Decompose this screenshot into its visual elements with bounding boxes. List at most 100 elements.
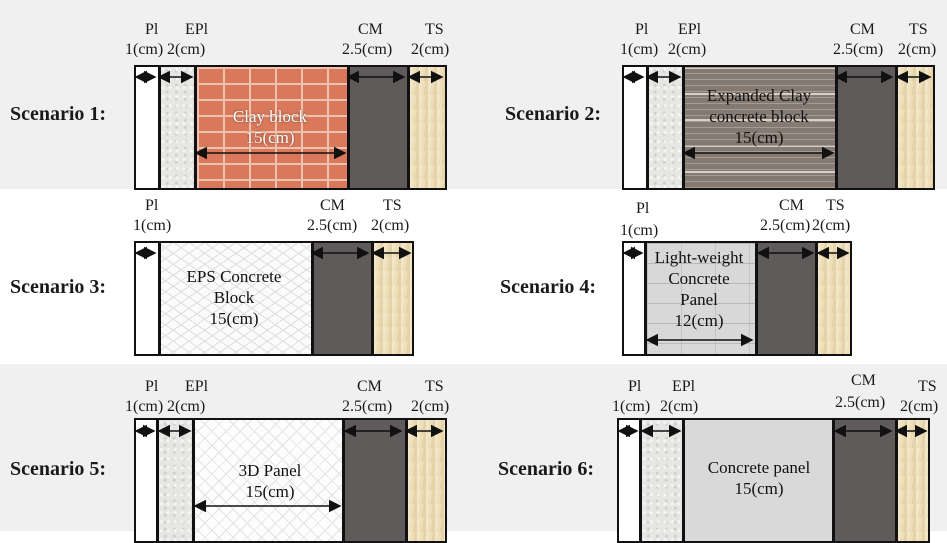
- ts-thickness-label: 2(cm): [411, 41, 450, 58]
- layer-divider: [682, 67, 685, 188]
- layer-divider: [156, 420, 159, 541]
- ts-name-label: TS: [425, 378, 444, 395]
- cm-thickness-label: 2.5(cm): [342, 398, 393, 415]
- pl-name-label: Pl: [145, 197, 159, 214]
- material-label: Clay block 15(cm): [200, 106, 340, 148]
- layer-divider: [815, 243, 818, 354]
- plaster-layer: [624, 67, 646, 188]
- pl-name-label: Pl: [628, 378, 642, 395]
- pl-name-label: Pl: [145, 21, 159, 38]
- tile-stone-layer: [898, 420, 928, 541]
- layer-divider: [755, 243, 758, 354]
- layer-divider: [895, 67, 898, 188]
- cm-thickness-label: 2.5(cm): [307, 217, 358, 234]
- ts-thickness-label: 2(cm): [900, 398, 939, 415]
- ts-thickness-label: 2(cm): [898, 41, 937, 58]
- pl-name-label: Pl: [636, 200, 650, 217]
- layer-divider: [158, 67, 161, 188]
- cm-thickness-label: 2.5(cm): [760, 217, 811, 234]
- material-label: Concrete panel 15(cm): [684, 457, 834, 499]
- layer-divider: [646, 67, 649, 188]
- cm-thickness-label: 2.5(cm): [833, 41, 884, 58]
- exterior-plaster-layer: [159, 420, 192, 541]
- epl-name-label: EPl: [185, 21, 209, 38]
- material-name: EPS Concrete: [186, 267, 282, 286]
- cm-name-label: CM: [357, 378, 382, 395]
- pl-name-label: Pl: [145, 378, 159, 395]
- pl-thickness-label: 1(cm): [620, 41, 659, 58]
- layer-divider: [832, 420, 835, 541]
- cm-name-label: CM: [851, 372, 876, 389]
- layer-divider: [835, 67, 838, 188]
- ts-name-label: TS: [909, 21, 928, 38]
- layer-divider: [371, 243, 374, 354]
- material-name-line-2: Concrete: [668, 269, 730, 288]
- cement-mortar-layer: [758, 243, 815, 354]
- material-thickness: 15(cm): [245, 482, 295, 501]
- scenario-label: Scenario 6:: [498, 458, 595, 480]
- layer-divider: [407, 67, 410, 188]
- cement-mortar-layer: [314, 243, 371, 354]
- cement-mortar-layer: [350, 67, 407, 188]
- pl-thickness-label: 1(cm): [125, 41, 164, 58]
- material-label: Expanded Clay concrete block 15(cm): [684, 85, 834, 148]
- pl-thickness-label: 1(cm): [133, 217, 172, 234]
- pl-thickness-label: 1(cm): [612, 398, 651, 415]
- epl-name-label: EPl: [185, 378, 209, 395]
- ts-name-label: TS: [826, 197, 845, 214]
- layer-divider: [158, 243, 161, 354]
- layer-divider: [644, 243, 647, 354]
- layer-divider: [192, 420, 195, 541]
- cm-name-label: CM: [358, 21, 383, 38]
- tile-stone-layer: [410, 67, 445, 188]
- scenario-label: Scenario 3:: [10, 276, 107, 298]
- ts-thickness-label: 2(cm): [371, 217, 410, 234]
- epl-name-label: EPl: [672, 378, 696, 395]
- material-name: Light-weight: [654, 248, 744, 267]
- ts-thickness-label: 2(cm): [812, 217, 851, 234]
- scenario-label: Scenario 5:: [10, 458, 107, 480]
- wall-section: [622, 65, 935, 190]
- cm-thickness-label: 2.5(cm): [835, 394, 886, 411]
- scenario-label: Scenario 1:: [10, 103, 107, 125]
- scenario-label: Scenario 4:: [500, 276, 597, 298]
- material-name: Expanded Clay: [706, 86, 812, 105]
- tile-stone-layer: [898, 67, 933, 188]
- material-thickness: 15(cm): [245, 128, 295, 147]
- layer-divider: [682, 420, 685, 541]
- ts-name-label: TS: [383, 197, 402, 214]
- layer-divider: [342, 420, 345, 541]
- exterior-plaster-layer: [649, 67, 682, 188]
- material-label: 3D Panel 15(cm): [200, 460, 340, 502]
- ts-name-label: TS: [918, 378, 937, 395]
- clay-block-layer: [197, 67, 347, 188]
- layer-divider: [639, 420, 642, 541]
- wall-section: [134, 241, 414, 356]
- exterior-plaster-layer: [161, 67, 194, 188]
- layer-divider: [194, 67, 197, 188]
- epl-thickness-label: 2(cm): [660, 398, 699, 415]
- material-name-line-2: Block: [213, 288, 255, 307]
- ts-name-label: TS: [425, 21, 444, 38]
- layer-divider: [405, 420, 408, 541]
- epl-thickness-label: 2(cm): [668, 41, 707, 58]
- epl-name-label: EPl: [678, 21, 702, 38]
- material-thickness: 15(cm): [734, 128, 784, 147]
- material-name-line-2: concrete block: [709, 107, 809, 126]
- cm-name-label: CM: [850, 21, 875, 38]
- 3d-panel-layer: [195, 420, 342, 541]
- exterior-plaster-layer: [642, 420, 682, 541]
- concrete-panel-layer: [685, 420, 832, 541]
- material-label: Light-weight Concrete Panel 12(cm): [644, 247, 754, 331]
- material-thickness: 15(cm): [209, 309, 259, 328]
- ts-thickness-label: 2(cm): [411, 398, 450, 415]
- cement-mortar-layer: [345, 420, 405, 541]
- material-name-line-3: Panel: [680, 290, 718, 309]
- cm-name-label: CM: [320, 197, 345, 214]
- cement-mortar-layer: [835, 420, 895, 541]
- plaster-layer: [136, 67, 158, 188]
- plaster-layer: [624, 243, 644, 354]
- epl-thickness-label: 2(cm): [167, 41, 206, 58]
- pl-name-label: Pl: [635, 21, 649, 38]
- material-name: Concrete panel: [707, 458, 811, 477]
